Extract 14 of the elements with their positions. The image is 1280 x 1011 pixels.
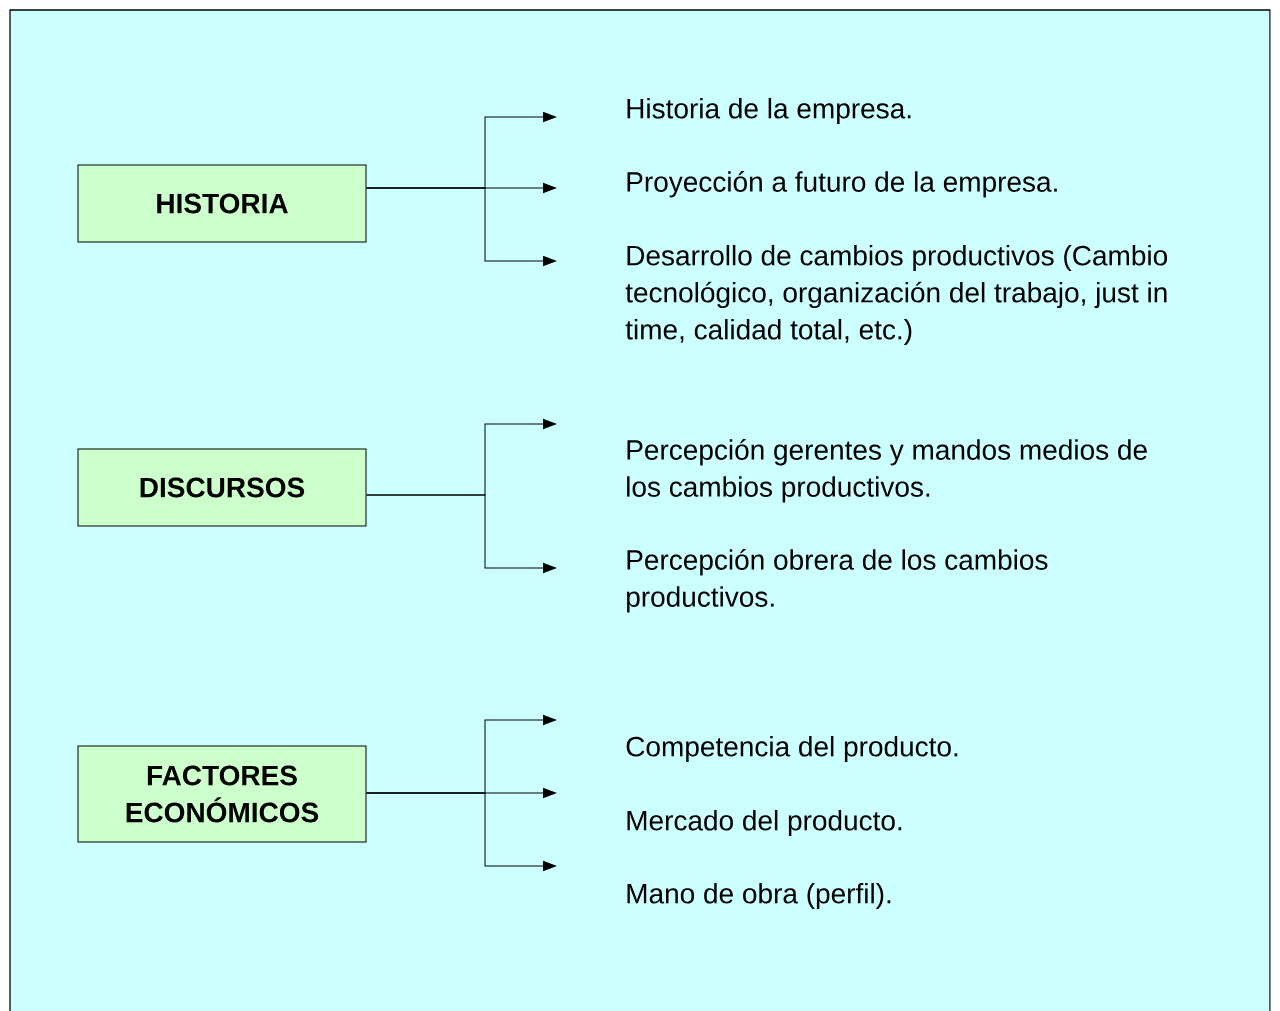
item-text: Percepción obrera de los cambios productivos. — [627, 549, 1048, 613]
item-text: Mano de obra (perfil). — [627, 883, 891, 910]
arrow — [366, 792, 556, 871]
category-box: FACTORES ECONÓMICOS — [77, 745, 367, 843]
arrow — [366, 494, 556, 573]
item-text: Competencia del producto. — [626, 736, 958, 763]
item-text: Percepción gerentes y mandos medios de los cambios productivos. — [627, 439, 1147, 503]
item-text: Historia de la empresa. — [627, 98, 911, 125]
item-text: Desarrollo de cambios productivos (Cambio tecnológico, organización del trabajo, just in time, calidad total, etc.) — [625, 245, 1168, 346]
arrow — [366, 187, 556, 266]
item-text: Proyección a futuro de la empresa. — [627, 171, 1057, 198]
item-text: Mercado del producto. — [627, 810, 902, 837]
category-box: HISTORIA — [77, 164, 367, 243]
category-box: DISCURSOS — [77, 448, 367, 527]
